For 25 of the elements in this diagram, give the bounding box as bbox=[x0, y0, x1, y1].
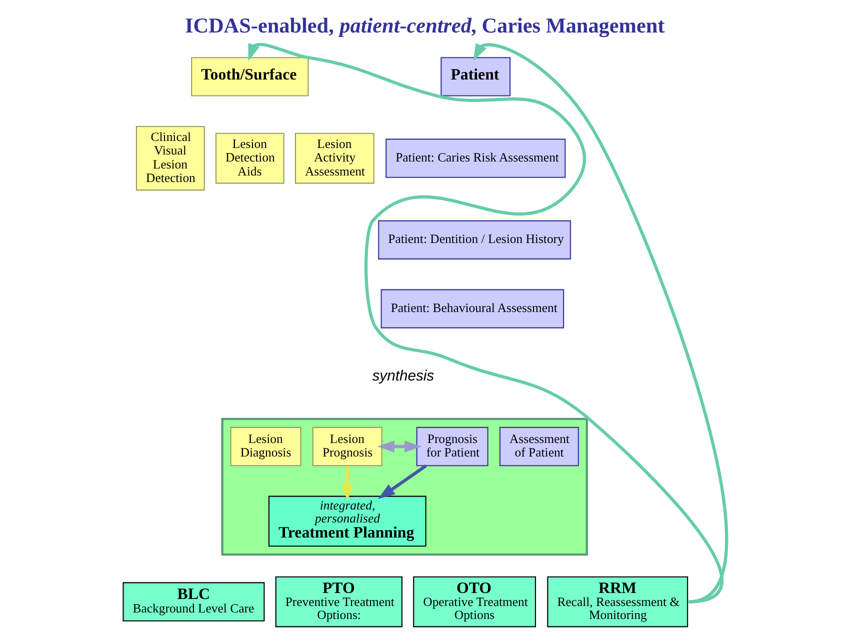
node-box: Patient: Dentition / Lesion History bbox=[378, 220, 570, 260]
node-box: Patient: Behavioural Assessment bbox=[380, 289, 564, 328]
arrow bbox=[377, 464, 426, 499]
node-box: Lesion Diagnosis bbox=[230, 426, 301, 466]
node-box: OTO Operative Treatment Options bbox=[412, 576, 536, 628]
node-box: Lesion Prognosis bbox=[312, 426, 382, 466]
node-box: Tooth/Surface bbox=[190, 57, 308, 96]
arrow bbox=[340, 466, 353, 501]
diagram-title: ICDAS-enabled, patient-centred, Caries Management bbox=[184, 13, 664, 38]
node-box: BLC Background Level Care bbox=[122, 582, 264, 622]
node-box: Clinical Visual Lesion Detection bbox=[135, 126, 204, 191]
node-box: Lesion Activity Assessment bbox=[294, 132, 374, 184]
node-box: Patient: Caries Risk Assessment bbox=[385, 138, 566, 178]
node-box: Lesion Detection Aids bbox=[214, 132, 284, 184]
arrow bbox=[472, 42, 728, 604]
arrow bbox=[248, 43, 722, 604]
node-box: Assessment of Patient bbox=[498, 426, 578, 466]
node-box: integrated, personalised Treatment Planning bbox=[268, 496, 426, 547]
arrow bbox=[376, 440, 422, 452]
node-box: RRM Recall, Reassessment & Monitoring bbox=[546, 576, 688, 628]
node-box: Prognosis for Patient bbox=[416, 426, 488, 466]
node-box: PTO Preventive Treatment Options: bbox=[274, 576, 402, 628]
node-box: Patient bbox=[440, 57, 510, 96]
cluster bbox=[220, 418, 588, 556]
label: synthesis bbox=[372, 368, 434, 385]
